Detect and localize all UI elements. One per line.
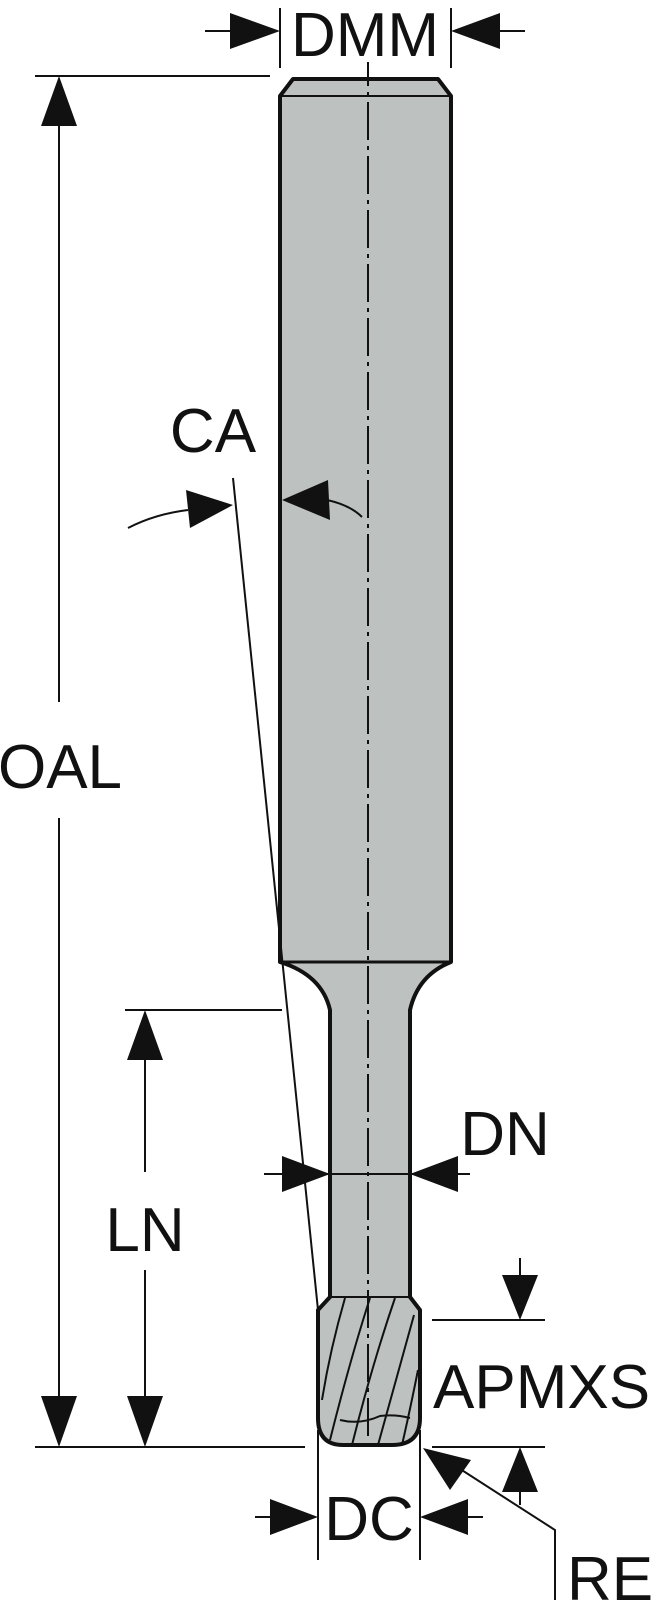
tool-silhouette bbox=[278, 77, 453, 1447]
tool-body bbox=[278, 48, 453, 1447]
apmxs-arrow-top bbox=[502, 1275, 538, 1320]
oal-arrow-bottom bbox=[41, 1396, 77, 1447]
flute-line bbox=[377, 1314, 415, 1445]
dmm-arrow-left bbox=[230, 13, 280, 49]
flute-line bbox=[329, 1297, 371, 1441]
dc-dimension: DC bbox=[255, 1430, 483, 1560]
oal-arrow-top bbox=[41, 76, 77, 126]
dmm-label-bg bbox=[283, 0, 447, 62]
flute-line bbox=[401, 1369, 419, 1445]
dmm-dimension: DMM bbox=[205, 0, 525, 70]
apmxs-dimension: APMXS bbox=[432, 1258, 650, 1505]
flute-line bbox=[351, 1297, 396, 1445]
re-label: RE bbox=[567, 1545, 653, 1600]
dmm-label: DMM bbox=[291, 1, 439, 70]
dmm-arrow-right bbox=[451, 13, 500, 49]
dn-label: DN bbox=[460, 1100, 550, 1169]
re-dimension: RE bbox=[423, 1448, 653, 1600]
re-arrow bbox=[423, 1448, 471, 1490]
ca-arc-right bbox=[326, 499, 363, 518]
cutting-head-flutes bbox=[321, 1297, 419, 1445]
re-leader-line bbox=[439, 1455, 556, 1600]
apmxs-arrow-bottom bbox=[502, 1447, 538, 1492]
ln-label: LN bbox=[105, 1196, 184, 1265]
dc-arrow-right bbox=[420, 1499, 468, 1535]
flute-line bbox=[339, 1414, 411, 1423]
dn-arrow-left bbox=[282, 1156, 330, 1192]
dc-label: DC bbox=[324, 1485, 414, 1554]
flute-line bbox=[321, 1297, 346, 1401]
dn-arrow-right bbox=[410, 1156, 458, 1192]
ca-label: CA bbox=[170, 397, 257, 466]
apmxs-label: APMXS bbox=[433, 1353, 650, 1422]
oal-dimension: OAL bbox=[0, 75, 305, 1448]
ln-arrow-bottom bbox=[127, 1396, 163, 1447]
ca-dimension: CA bbox=[127, 397, 363, 1311]
ca-arrow-left bbox=[186, 490, 233, 528]
dn-dimension: DN bbox=[264, 1100, 550, 1192]
ca-arrow-right bbox=[282, 480, 330, 520]
ca-arc-left bbox=[127, 509, 189, 529]
ln-arrow-top bbox=[127, 1010, 163, 1060]
oal-label: OAL bbox=[0, 733, 122, 802]
dc-arrow-left bbox=[270, 1499, 318, 1535]
ln-dimension: LN bbox=[105, 1009, 282, 1447]
